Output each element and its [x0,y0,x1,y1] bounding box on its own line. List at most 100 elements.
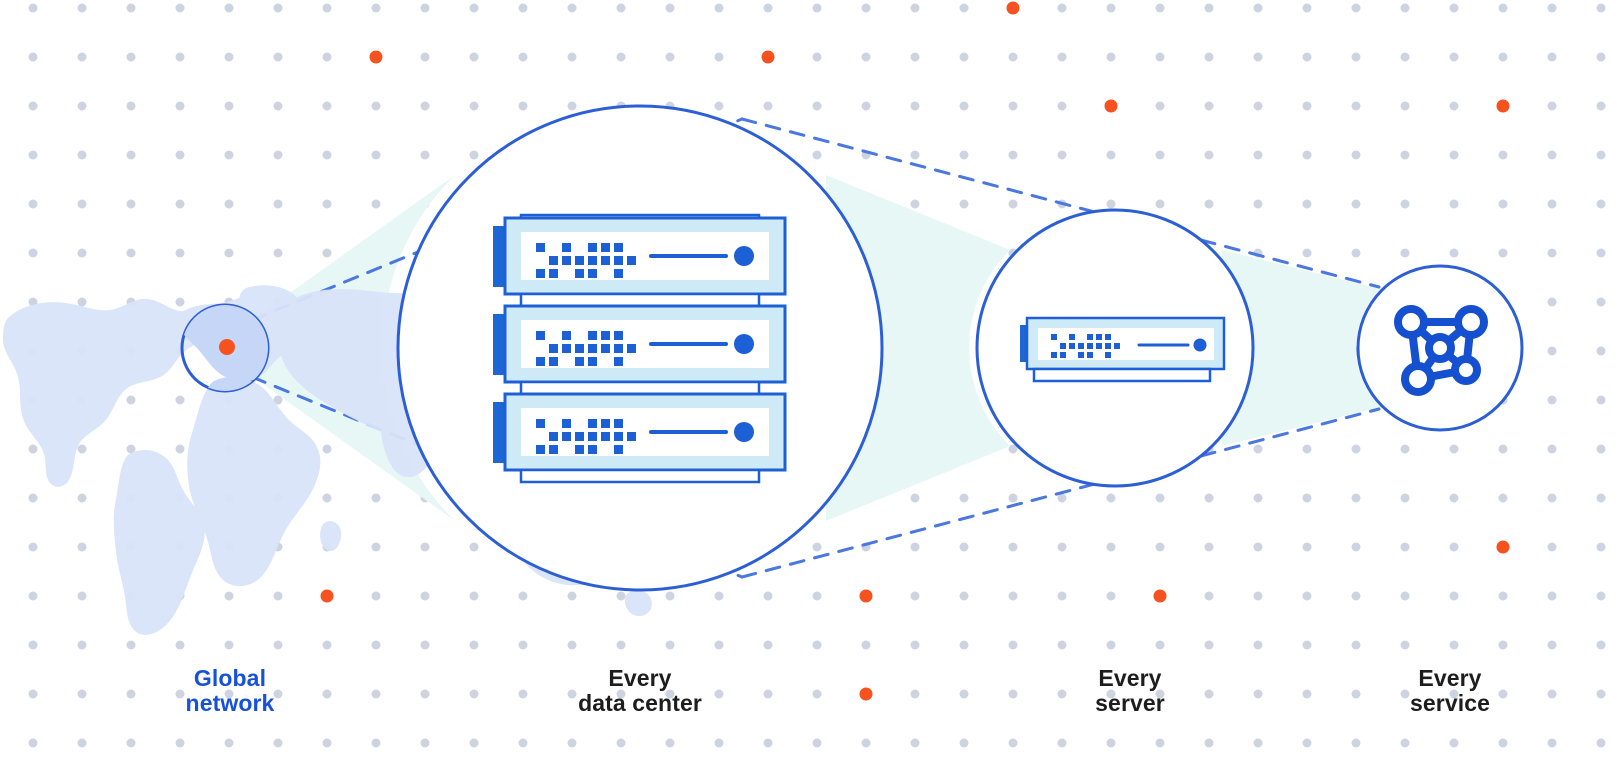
grid-dot [273,101,283,111]
grid-dot [273,395,283,405]
grid-dot [861,640,871,650]
grid-dot [1057,689,1067,699]
grid-dot [1400,542,1410,552]
grid-dot [273,689,283,699]
grid-dot [1498,738,1508,748]
grid-dot [1008,101,1018,111]
grid-dot [224,199,234,209]
grid-dot [910,738,920,748]
grid-dot [1596,640,1606,650]
server-magnifier [975,208,1255,488]
grid-dot [910,3,920,13]
grid-dot [1596,444,1606,454]
grid-dot [322,3,332,13]
grid-dot [77,689,87,699]
grid-dot [1008,444,1018,454]
grid-dot [175,689,185,699]
cone-fill-datacenter-to-server [826,175,1010,521]
grid-dot [1057,52,1067,62]
grid-dot [959,493,969,503]
grid-dot [1596,101,1606,111]
grid-dot [1351,52,1361,62]
grid-dot [1253,689,1263,699]
grid-dot [126,640,136,650]
data-center-magnifier [396,104,884,592]
grid-dot [175,150,185,160]
grid-dot [1547,591,1557,601]
grid-dot [1351,248,1361,258]
grid-dot-highlight [1006,1,1020,15]
grid-dot [616,52,626,62]
grid-dot [1351,738,1361,748]
grid-dot [812,3,822,13]
grid-dot [812,150,822,160]
grid-dot [1106,199,1116,209]
grid-dot [1008,738,1018,748]
grid-dot [28,738,38,748]
grid-dot [812,738,822,748]
grid-dot [567,3,577,13]
grid-dot [1057,493,1067,503]
grid-dot [1204,640,1214,650]
grid-dot [1351,150,1361,160]
grid-dot [1106,689,1116,699]
grid-dot [420,101,430,111]
grid-dot [1302,199,1312,209]
grid-dot [322,101,332,111]
grid-dot [1351,591,1361,601]
grid-dot [224,101,234,111]
grid-dot-highlight [369,50,383,64]
grid-dot [1596,346,1606,356]
grid-dot [1498,493,1508,503]
grid-dot [1106,542,1116,552]
grid-dot [1547,101,1557,111]
grid-dot [322,150,332,160]
grid-dot [273,640,283,650]
cone-dash-bottom-right [740,407,1381,579]
server-unit-icon [1020,316,1226,383]
grid-dot [1204,52,1214,62]
grid-dot [1155,150,1165,160]
grid-dot [1596,199,1606,209]
grid-dot [1498,444,1508,454]
global-network-magnifier [180,303,270,393]
grid-dot [126,3,136,13]
grid-dot [1547,542,1557,552]
grid-dot [1547,493,1557,503]
grid-dot [1449,493,1459,503]
grid-dot [224,248,234,258]
grid-dot [1596,591,1606,601]
grid-dot [665,52,675,62]
grid-dot [763,3,773,13]
grid-dot [1596,3,1606,13]
grid-dot [665,591,675,601]
grid-dot [371,150,381,160]
grid-dot [959,199,969,209]
grid-dot [910,150,920,160]
grid-dot [1596,493,1606,503]
grid-dot [322,52,332,62]
grid-dot [77,297,87,307]
grid-dot [371,640,381,650]
grid-dot [1008,689,1018,699]
grid-dot [1449,199,1459,209]
grid-dot [665,738,675,748]
grid-dot [812,52,822,62]
grid-dot [1400,738,1410,748]
background-dot-grid-overlay [320,1,1510,701]
grid-dot [126,150,136,160]
grid-dot [175,395,185,405]
grid-dot [567,689,577,699]
grid-dot [1351,542,1361,552]
grid-dot [77,101,87,111]
grid-dot [1498,591,1508,601]
grid-dot [273,199,283,209]
grid-dot [273,52,283,62]
grid-dot [567,101,577,111]
grid-dot [420,150,430,160]
grid-dot [1351,689,1361,699]
grid-dot [665,689,675,699]
grid-dot [1547,738,1557,748]
